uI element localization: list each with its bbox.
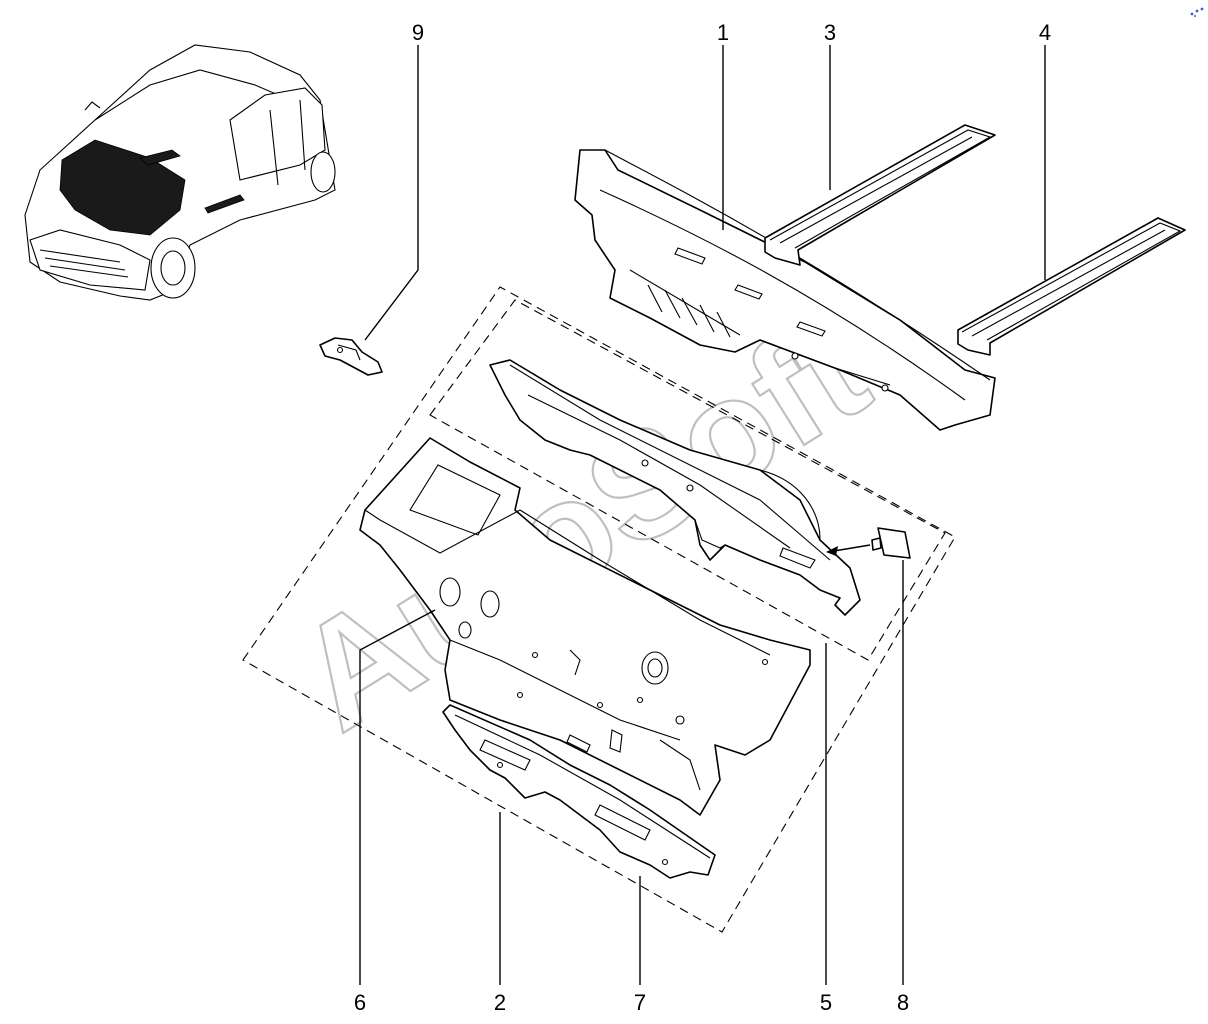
callout-4: 4 — [1039, 20, 1051, 45]
leader-9 — [364, 45, 419, 341]
vehicle-overview-illustration — [24, 44, 336, 301]
callout-9: 9 — [412, 20, 424, 45]
part-8-clip — [826, 527, 911, 559]
part-9-bracket — [319, 337, 383, 376]
callout-1: 1 — [717, 20, 729, 45]
assembly-group-outlines — [242, 286, 956, 933]
inner-assembly-outline — [429, 299, 946, 661]
callout-6: 6 — [354, 990, 366, 1015]
part-5-crossmember — [489, 359, 861, 616]
part-4-seal-strip — [957, 217, 1186, 356]
part-1-cowl-panel — [574, 149, 996, 431]
callout-7: 7 — [634, 990, 646, 1015]
part-6-bulkhead — [359, 437, 811, 816]
callout-labels: 1 3 4 9 6 2 7 5 8 — [354, 20, 1051, 1015]
leader-lines — [359, 45, 1046, 985]
callout-8: 8 — [897, 990, 909, 1015]
part-3-seal-strip — [764, 124, 996, 266]
callout-5: 5 — [820, 990, 832, 1015]
part-7-lower-reinforcement — [442, 704, 716, 879]
corner-mark — [1190, 7, 1204, 17]
outer-assembly-outline — [242, 286, 956, 933]
callout-2: 2 — [494, 990, 506, 1015]
leader-6 — [359, 609, 436, 985]
callout-3: 3 — [824, 20, 836, 45]
